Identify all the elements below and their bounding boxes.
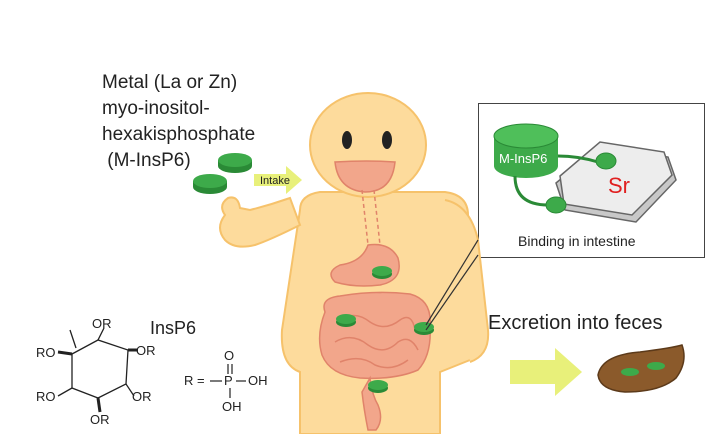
r-definition: R = P O OH OH <box>184 348 268 414</box>
group-bottom: OR <box>90 412 110 427</box>
callout-line-lower <box>425 254 479 331</box>
group-low-left: RO <box>36 389 56 404</box>
group-mid-left: RO <box>36 345 56 360</box>
mouth <box>334 160 396 193</box>
callout-line-upper <box>425 239 479 326</box>
group-top-right: OR <box>92 316 112 331</box>
title-line-3: hexakisphosphate <box>102 124 256 145</box>
intake-arrow: Intake <box>254 166 302 194</box>
hydroxyl-bottom: OH <box>222 399 242 414</box>
tether-upper <box>557 154 599 164</box>
inset-contents: Sr M-InsP6 Binding in intestine <box>493 123 677 249</box>
left-eye <box>342 131 352 149</box>
sr-label: Sr <box>608 173 630 198</box>
pill-rectum <box>368 380 388 393</box>
r-equals: R = <box>184 373 205 388</box>
m-insp6-cylinder: M-InsP6 <box>493 123 559 178</box>
title-line-2: myo-inositol- <box>102 98 210 119</box>
pills-in-body <box>336 266 434 393</box>
oxo-oxygen: O <box>224 348 234 363</box>
pill-intestine-right <box>414 322 434 335</box>
feces <box>597 344 685 393</box>
feces-pill-1 <box>621 368 639 376</box>
insp6-structure: OR RO OR RO OR OR <box>36 316 156 427</box>
tether-lower <box>513 175 549 207</box>
group-low-right: OR <box>132 389 152 404</box>
rectum <box>361 375 382 431</box>
intake-pill-top <box>218 153 252 173</box>
binding-bead-lower <box>545 196 567 214</box>
pill-stomach <box>372 266 392 279</box>
phosphorus: P <box>224 373 233 388</box>
esophagus-line-1 <box>361 189 369 246</box>
compound-title: Metal (La or Zn) myo-inositol- hexakisph… <box>102 70 255 174</box>
excretion-label: Excretion into feces <box>488 312 663 334</box>
binding-bead-upper <box>595 152 617 170</box>
excretion-arrow <box>510 348 582 396</box>
intake-pill-bottom <box>193 174 227 194</box>
title-line-4: (M-InsP6) <box>102 150 191 171</box>
sr-plate: Sr <box>555 141 677 223</box>
right-eye <box>382 131 392 149</box>
title-line-1: Metal (La or Zn) <box>102 72 238 93</box>
large-intestine <box>318 291 431 380</box>
esophagus-line-2 <box>373 189 381 246</box>
m-insp6-label: M-InsP6 <box>499 151 547 166</box>
human-figure <box>219 92 490 434</box>
inset-caption: Binding in intestine <box>518 233 636 249</box>
left-arm <box>219 196 302 248</box>
hydroxyl-right: OH <box>248 373 268 388</box>
pill-intestine-left <box>336 314 356 327</box>
small-intestine-coils <box>334 314 419 369</box>
cyclohexane-ring <box>71 339 129 399</box>
insp6-label: InsP6 <box>150 318 197 338</box>
group-mid-right: OR <box>136 343 156 358</box>
feces-pill-2 <box>647 362 665 370</box>
intake-label: Intake <box>260 175 290 187</box>
